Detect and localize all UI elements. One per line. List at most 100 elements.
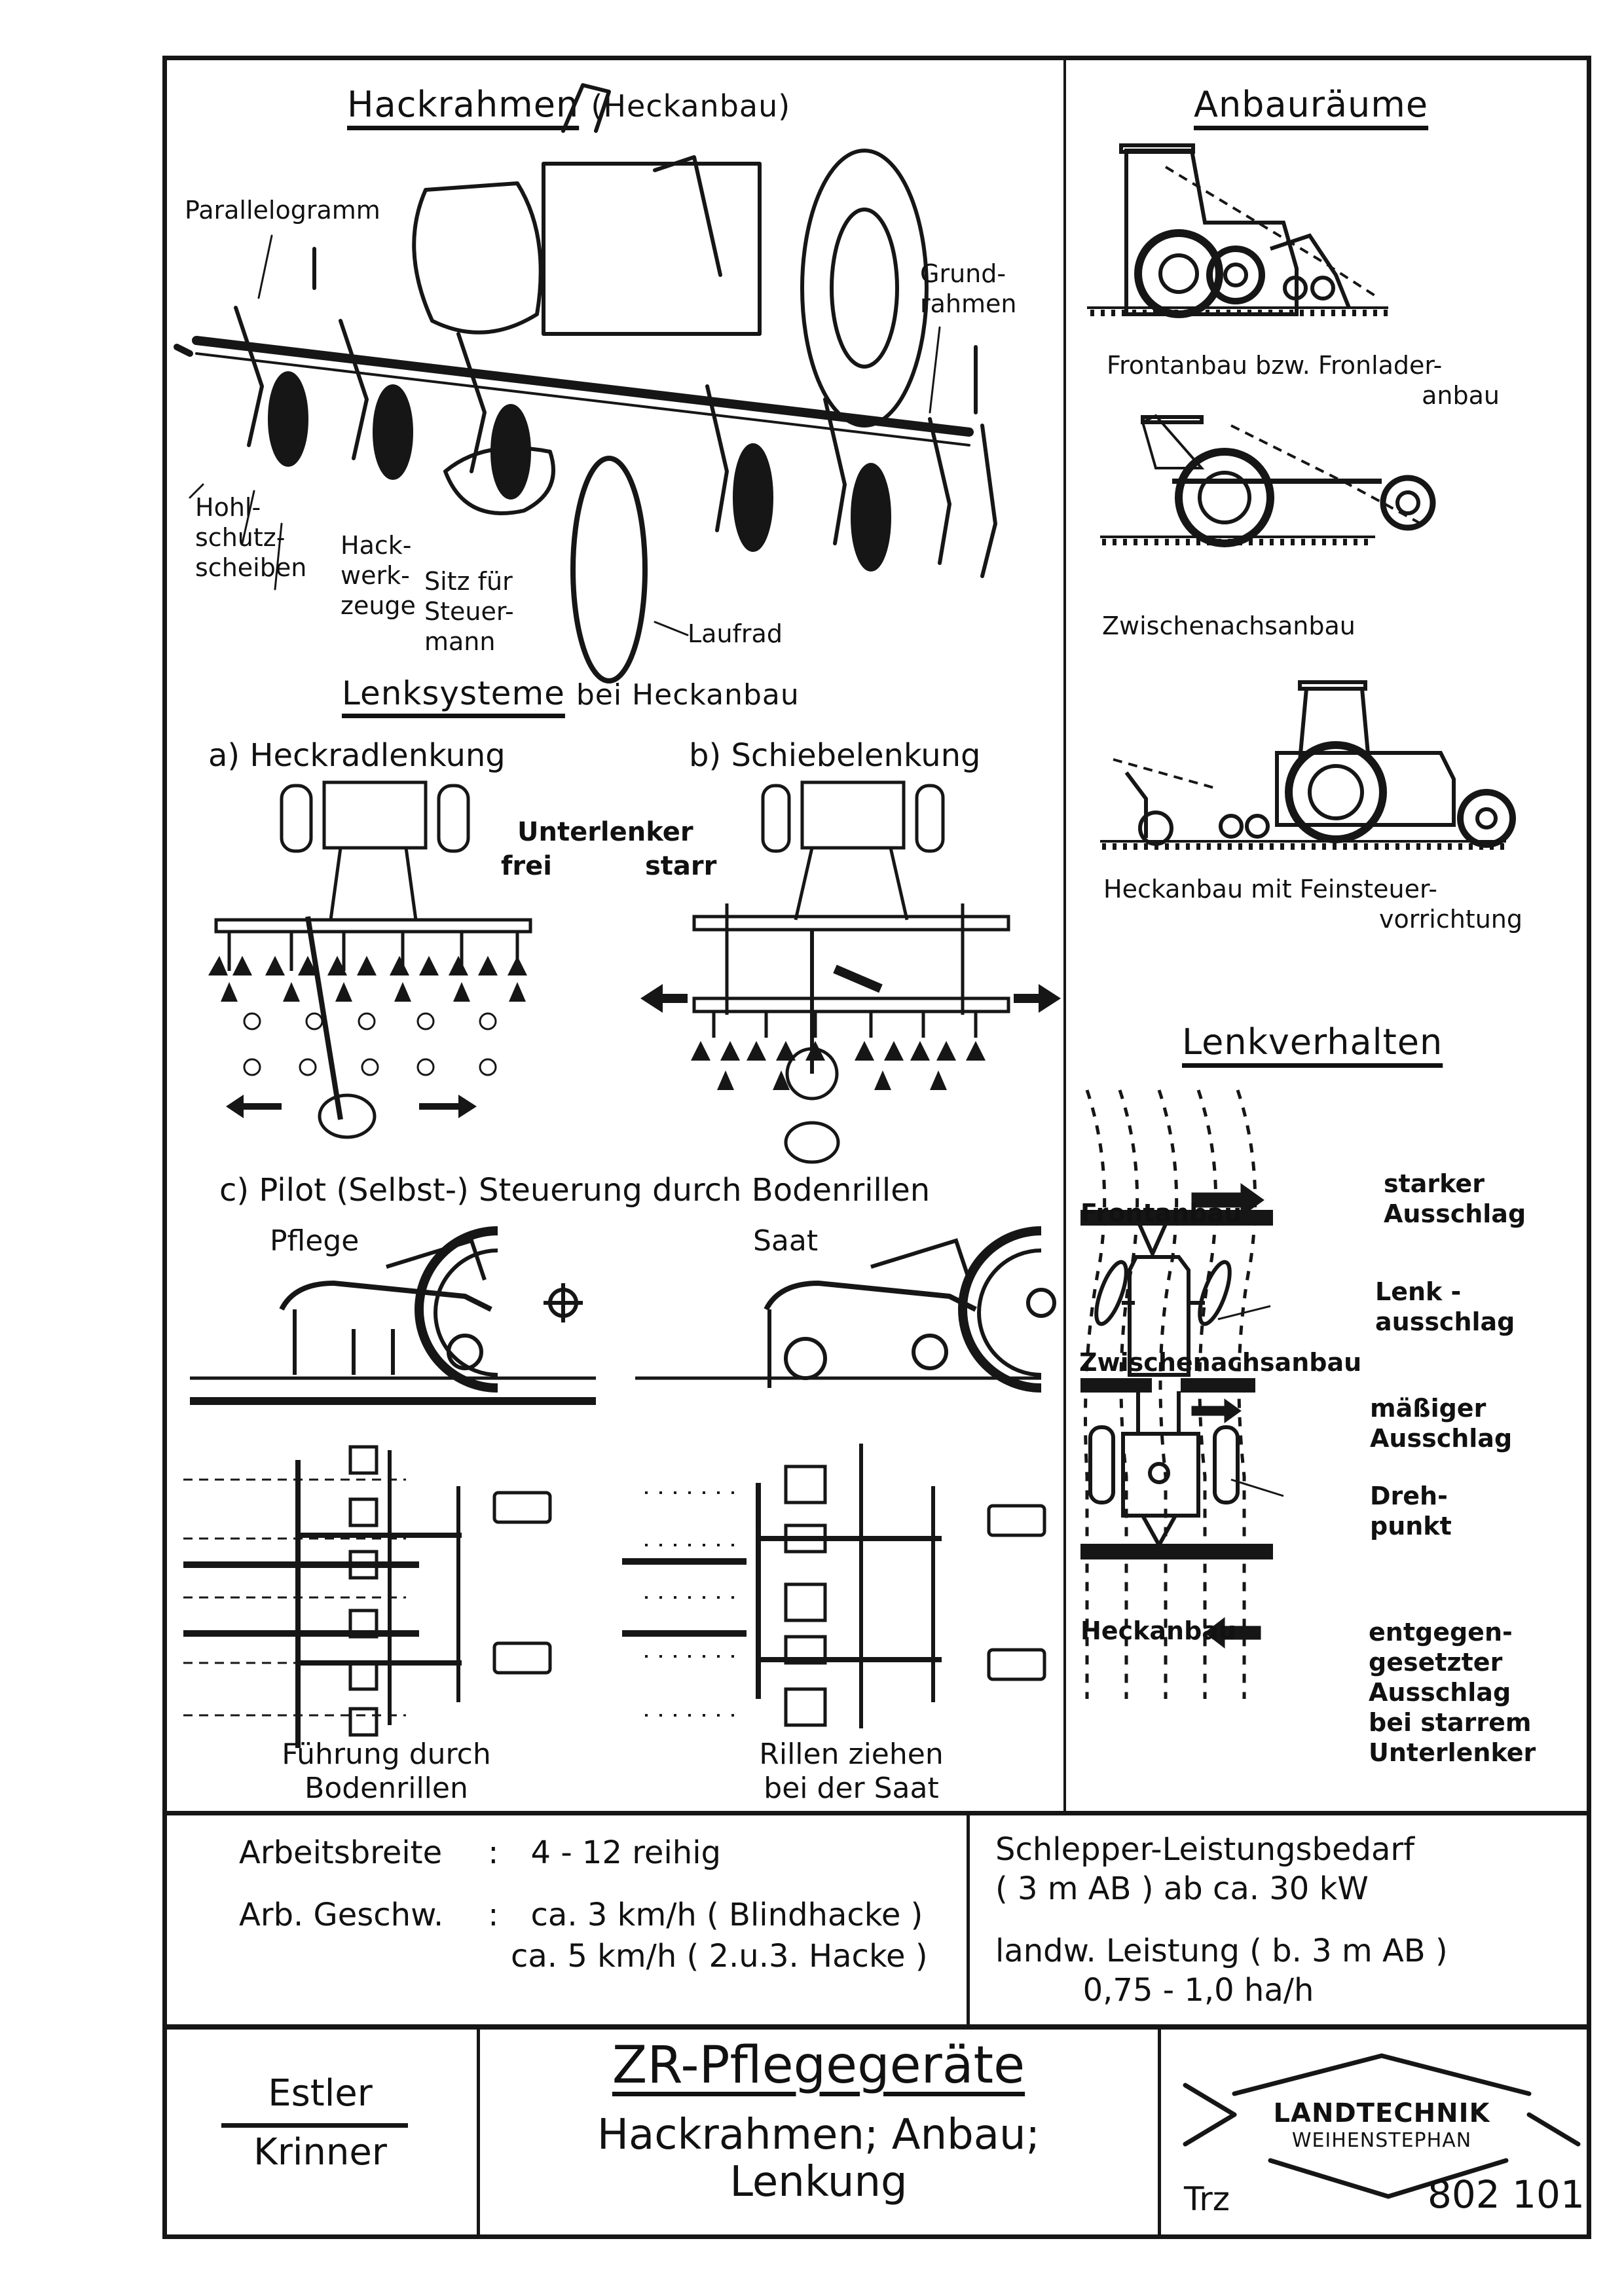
caption-frontanbau: Frontanbau bzw. Fronlader- anbau bbox=[1107, 351, 1500, 410]
label-parallelogramm: Parallelogramm bbox=[185, 196, 380, 225]
label-schiebelenkung: b) Schiebelenkung bbox=[689, 737, 981, 774]
label-saat: Saat bbox=[753, 1224, 819, 1258]
caption-rillen-ziehen: Rillen ziehen bei der Saat bbox=[759, 1738, 944, 1805]
schiebelenkung-diagram bbox=[640, 780, 1061, 1164]
tool-shanks bbox=[227, 932, 519, 971]
spec-colon-2: : bbox=[488, 1897, 499, 1933]
caption-fuehrung-durch-bodenrillen: Führung durch Bodenrillen bbox=[282, 1738, 491, 1805]
title-block-divider-left bbox=[477, 2028, 480, 2238]
label-maessiger-ausschlag: mäßiger Ausschlag bbox=[1370, 1394, 1513, 1453]
leader-hohlschutz bbox=[189, 483, 204, 499]
hackrahmen-title-suffix: (Heckanbau) bbox=[591, 88, 791, 124]
spec-geschwindigkeit: Arb. Geschw. : ca. 3 km/h ( Blindhacke ) bbox=[239, 1895, 923, 1935]
pilot-steuerung-diagrams bbox=[183, 1226, 1056, 1748]
hoe-blades-b bbox=[691, 1041, 986, 1090]
hackrahmen-illustration bbox=[174, 83, 997, 683]
rillen-top-view bbox=[622, 1444, 1046, 1728]
label-laufrad: Laufrad bbox=[688, 619, 783, 648]
title-block-top-rule bbox=[164, 2024, 1590, 2030]
drehpunkt-marker bbox=[1148, 1462, 1170, 1484]
lenkverhalten-diagram bbox=[1080, 1089, 1284, 1699]
spec-colon-1: : bbox=[488, 1834, 499, 1871]
anbauraeume-illustrations bbox=[1087, 143, 1516, 850]
leader-parallelogramm bbox=[257, 234, 273, 299]
sheet-frame bbox=[162, 56, 1591, 2239]
frontanbau-tractor bbox=[1087, 143, 1388, 318]
hackrahmen-heading: Hackrahmen (Heckanbau) bbox=[347, 84, 790, 125]
label-starker-ausschlag: starker Ausschlag bbox=[1384, 1169, 1526, 1228]
spec-arbeitsbreite-label: Arbeitsbreite bbox=[239, 1834, 443, 1871]
hackrahmen-title: Hackrahmen bbox=[347, 84, 580, 125]
tractor-body bbox=[542, 162, 762, 336]
label-starr: starr bbox=[645, 851, 717, 881]
crop-row-lines bbox=[1084, 1089, 1257, 1699]
label-hackwerkzeuge: Hack- werk- zeuge bbox=[341, 531, 416, 620]
operator-seat-a bbox=[318, 1093, 377, 1139]
main-title: ZR-Pflegegeräte bbox=[612, 2036, 1025, 2095]
logo-landtechnik: LANDTECHNIK bbox=[1273, 2098, 1490, 2128]
label-sitz-fuer-steuermann: Sitz für Steuer- mann bbox=[424, 567, 514, 656]
spec-geschw-value-1: ca. 3 km/h ( Blindhacke ) bbox=[530, 1897, 923, 1933]
plants bbox=[243, 1012, 497, 1076]
author-krinner: Krinner bbox=[253, 2131, 387, 2174]
author-divider bbox=[221, 2123, 408, 2128]
tool-shanks-b bbox=[712, 1011, 978, 1038]
heckradlenkung-diagram bbox=[208, 780, 1061, 1164]
spec-geschw-label: Arb. Geschw. bbox=[239, 1897, 444, 1933]
operator-seat-b bbox=[784, 1121, 840, 1164]
label-drehpunkt: Dreh- punkt bbox=[1370, 1482, 1452, 1540]
heckanbau-tractor bbox=[1100, 680, 1516, 850]
grundrahmen-bar bbox=[192, 336, 974, 437]
label-hohlschutzscheiben: Hohl- schutz- scheiben bbox=[195, 493, 307, 582]
pflege-side-view bbox=[190, 1226, 596, 1405]
spec-arbeitsbreite: Arbeitsbreite : 4 - 12 reihig bbox=[239, 1833, 721, 1872]
hoe-units bbox=[234, 306, 997, 578]
steering-lever bbox=[305, 916, 343, 1120]
fuehrung-top-view bbox=[183, 1445, 552, 1748]
label-heckradlenkung: a) Heckradlenkung bbox=[208, 737, 506, 774]
lenkverhalten-title: Lenkverhalten bbox=[1182, 1021, 1443, 1063]
drawer-initials: Trz bbox=[1184, 2180, 1230, 2218]
tool-bars bbox=[1080, 1210, 1273, 1559]
lenksysteme-title-suffix: bei Heckanbau bbox=[576, 678, 800, 712]
spec-geschw-value-2: ca. 5 km/h ( 2.u.3. Hacke ) bbox=[511, 1938, 928, 1975]
tractor-body bbox=[322, 780, 428, 850]
tractor-tyre-left bbox=[280, 784, 313, 853]
label-zwischenachsanbau: Zwischenachsanbau bbox=[1079, 1348, 1362, 1377]
tractor-rear-tyre-left bbox=[412, 181, 543, 335]
saat-side-view bbox=[635, 1226, 1056, 1393]
laufrad-wheel bbox=[570, 456, 648, 683]
specs-top-rule bbox=[164, 1811, 1590, 1815]
subtitle: Hackrahmen; Anbau; Lenkung bbox=[597, 2111, 1041, 2206]
operator-seat bbox=[443, 446, 555, 515]
arrow-maessiger bbox=[1191, 1406, 1225, 1416]
spec-schlepper-leistungsbedarf: Schlepper-Leistungsbedarf ( 3 m AB ) ab … bbox=[995, 1831, 1415, 1907]
label-pilot-steuerung: c) Pilot (Selbst-) Steuerung durch Boden… bbox=[219, 1172, 931, 1209]
spec-landw-leistung: landw. Leistung ( b. 3 m AB ) 0,75 - 1,0… bbox=[995, 1933, 1448, 2009]
leader-grundrahmen bbox=[929, 326, 941, 414]
caption-heckanbau-feinsteuer: Heckanbau mit Feinsteuer- vorrichtung bbox=[1103, 875, 1522, 934]
leader-hackwerkzeuge bbox=[241, 490, 255, 545]
anbauraeume-title: Anbauräume bbox=[1194, 84, 1429, 125]
tractor-top-view bbox=[1088, 1223, 1240, 1550]
tractor-rear-tyre-right bbox=[800, 149, 929, 428]
label-frontanbau: Frontanbau bbox=[1080, 1199, 1242, 1228]
logo-weihenstephan: WEIHENSTEPHAN bbox=[1291, 2129, 1472, 2152]
tool-bar bbox=[214, 918, 532, 934]
leader-sitz bbox=[274, 522, 283, 591]
upper-divider bbox=[1063, 58, 1066, 1813]
sheet-number: 802 101 bbox=[1428, 2172, 1585, 2217]
label-entgegengesetzter-ausschlag: entgegen- gesetzter Ausschlag bei starre… bbox=[1369, 1618, 1536, 1767]
caption-zwischenachsanbau: Zwischenachsanbau bbox=[1102, 611, 1356, 640]
label-unterlenker: Unterlenker bbox=[517, 817, 693, 847]
spec-arbeitsbreite-value: 4 - 12 reihig bbox=[530, 1834, 722, 1871]
author-estler: Estler bbox=[268, 2072, 373, 2115]
steering-arrows bbox=[1191, 1183, 1264, 1649]
leader-laufrad bbox=[654, 621, 689, 636]
label-frei: frei bbox=[501, 851, 552, 881]
lenksysteme-title: Lenksysteme bbox=[342, 674, 565, 712]
lenksysteme-heading: Lenksysteme bei Heckanbau bbox=[342, 674, 800, 712]
label-heckanbau: Heckanbau bbox=[1080, 1616, 1236, 1645]
hoe-blades bbox=[208, 956, 527, 1002]
landtechnik-logo-icon bbox=[1183, 2053, 1581, 2199]
